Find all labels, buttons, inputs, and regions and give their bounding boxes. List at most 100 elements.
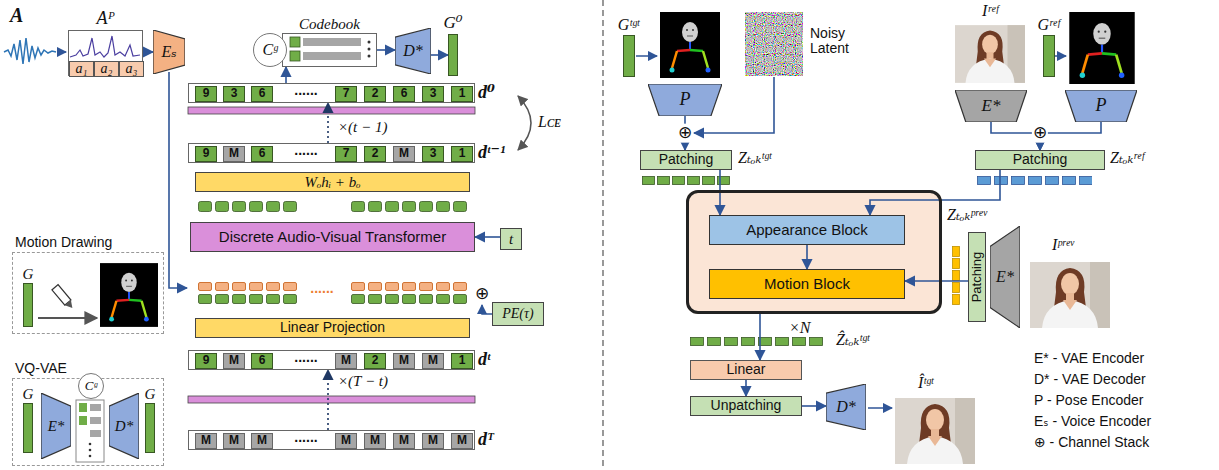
node-text: Motion Block (764, 276, 850, 293)
node-text: M (201, 434, 211, 447)
connector-arrow (759, 314, 761, 360)
timestep-box: t (500, 228, 522, 250)
linear-box: Linear (690, 360, 802, 380)
gesture-bar: G (23, 403, 33, 453)
connector-arrow (806, 245, 808, 269)
node-text: 9 (203, 354, 210, 367)
audio-segment: a₂ (94, 61, 119, 77)
node-text: M (229, 147, 239, 160)
codebook-circle: Cᵍ (253, 33, 287, 67)
token-label: Zₜₒₖʳᵉᶠ (1110, 149, 1144, 167)
token-cell: M (393, 433, 415, 449)
node-text: Eₛ (161, 43, 176, 61)
decode-arrow (868, 407, 892, 409)
node-text: 6 (259, 147, 266, 160)
node-text: P (680, 90, 691, 110)
node-text: Linear Projection (280, 320, 385, 335)
node-text: 1 (459, 147, 466, 160)
node-text: dᵗ (478, 350, 490, 370)
node-text: ×N (789, 319, 810, 337)
token-cell: M (195, 433, 217, 449)
node-text: G (23, 386, 34, 403)
transformer-box: Discrete Audio-Visual Transformer (190, 222, 475, 252)
pose-encoder: P (1065, 90, 1137, 122)
token-cell: 3 (422, 146, 444, 162)
node-text: M (341, 354, 351, 367)
token-label: Zₜₒₖᵖʳᵉᵛ (947, 206, 987, 224)
codebook-box: Codebook (282, 33, 377, 67)
token-cell: 2 (364, 86, 386, 102)
vae-decoder: D* (109, 393, 139, 459)
node-text: VQ-VAE (15, 361, 67, 376)
spectrum-plot (70, 36, 140, 57)
token-sequence: dᵗ9M6M2MM1 (188, 350, 475, 370)
pose-draw-arrow (1055, 55, 1066, 57)
legend-text: ⊕ - Channel Stack (1034, 434, 1149, 450)
node-text: 3 (430, 147, 437, 160)
codebook-column (76, 400, 104, 462)
ellipsis: ...... (294, 430, 317, 445)
image-label: Îᵗᵍᵗ (918, 374, 933, 392)
legend-text: E* - VAE Encoder (1034, 350, 1144, 366)
output-layer: Wₒhᵢ + bₒ (195, 172, 470, 192)
token-cell: 3 (422, 86, 444, 102)
token-cell: 6 (251, 353, 273, 369)
token-cell: 6 (393, 86, 415, 102)
legend-entry: D* - VAE Decoder (1034, 371, 1146, 388)
token-label: Zₜₒₖᵗᵍᵗ (738, 149, 771, 167)
gesture-bar: Gʳᵉᶠ (1043, 35, 1055, 77)
legend-text: D* - VAE Decoder (1034, 371, 1146, 387)
node-text: Discrete Audio-Visual Transformer (219, 229, 446, 246)
image-label: Iᵖʳᵉᵛ (1052, 236, 1074, 254)
pose-encoder: P (648, 84, 722, 116)
token-cell: 2 (364, 146, 386, 162)
voice-feature-wire (169, 72, 187, 288)
codebook-circle: Cᵍ (78, 373, 104, 399)
token-cell: 7 (335, 146, 357, 162)
token-cell: M (223, 146, 245, 162)
ellipsis: ...... (294, 350, 317, 365)
connector-arrow (327, 103, 329, 143)
channel-stack-symbol: ⊕ (1032, 124, 1048, 143)
node-text: D* (836, 398, 856, 416)
node-text: dᵗ⁻¹ (478, 143, 505, 163)
node-text: M (229, 354, 239, 367)
ellipsis: ...... (294, 143, 317, 158)
projection-box: Linear Projection (195, 318, 470, 338)
node-text: 1 (459, 354, 466, 367)
reference-image (955, 25, 1025, 83)
patching-box: Patching (975, 150, 1105, 170)
transformer-band (188, 107, 475, 114)
token-cell: 1 (451, 86, 473, 102)
node-text: 2 (372, 87, 379, 100)
node-text: G⁰ (443, 14, 462, 33)
denoiser-box: ×NAppearance BlockMotion Block (686, 190, 942, 314)
token-cell: M (335, 353, 357, 369)
gesture-bar: G (145, 403, 155, 453)
legend-text: P - Pose Encoder (1034, 392, 1143, 408)
node-text: 6 (259, 354, 266, 367)
unpatching-box: Unpatching (690, 396, 802, 416)
node-text: E* (996, 268, 1014, 286)
token-cell: M (251, 433, 273, 449)
denoiser-fill (686, 190, 942, 314)
node-text: Appearance Block (746, 222, 868, 239)
node-text: Linear (727, 362, 766, 377)
voice-encoder: Eₛ (153, 30, 185, 74)
token-cell: 1 (451, 146, 473, 162)
vae-decoder: D* (395, 28, 431, 74)
token-sequence: dᵀMMMMMMMM (188, 430, 475, 450)
connector-arrow (327, 370, 329, 430)
token-cell: M (364, 433, 386, 449)
hidden-token-row (198, 201, 467, 212)
token-cell: M (223, 433, 245, 449)
node-text: 9 (203, 147, 210, 160)
legend-entry: P - Pose Encoder (1034, 392, 1143, 409)
connector-arrow (431, 54, 448, 56)
node-text: PE(τ) (502, 306, 533, 321)
connector-arrow (745, 380, 747, 396)
noise-image (745, 12, 803, 76)
channel-stack-symbol: ⊕ (474, 285, 490, 304)
token-cell: M (223, 353, 245, 369)
node-text: M (399, 434, 409, 447)
